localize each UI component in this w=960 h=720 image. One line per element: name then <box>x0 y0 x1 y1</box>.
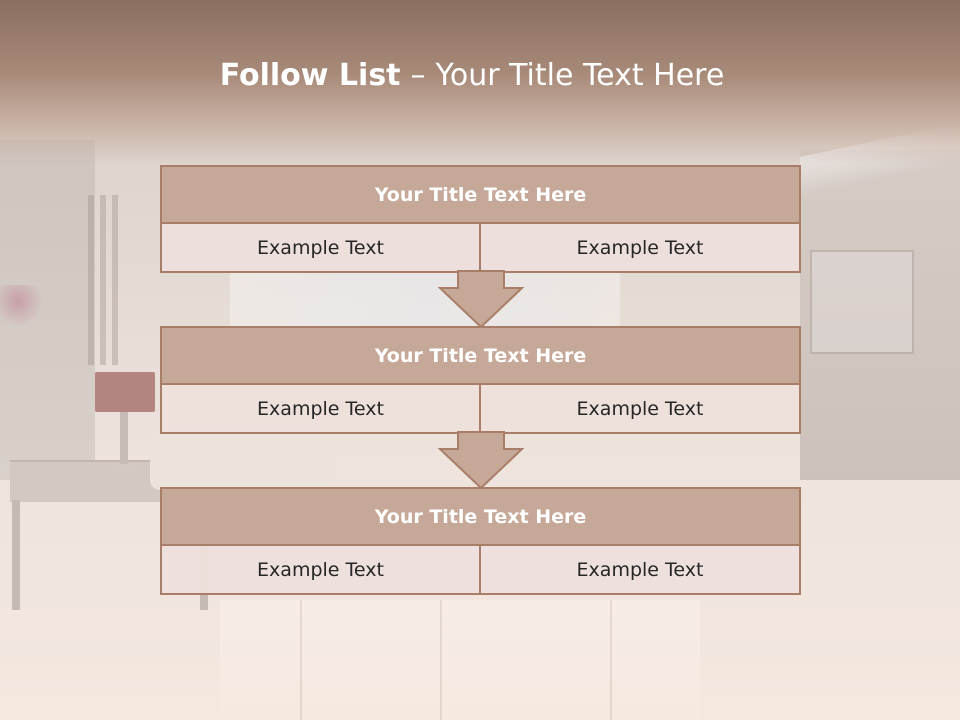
background-floor-reflection <box>220 600 700 720</box>
background-curtain <box>112 195 118 365</box>
step-right-text: Example Text <box>479 383 801 434</box>
background-lamp-stem <box>120 412 128 470</box>
slide-title-bold: Follow List <box>219 58 401 93</box>
title-band <box>0 0 960 165</box>
background-sofa <box>150 430 330 490</box>
step-left-text: Example Text <box>160 222 481 273</box>
step-title: Your Title Text Here <box>160 487 801 546</box>
background-table-leg <box>12 500 20 610</box>
step-left-text: Example Text <box>160 544 481 595</box>
step-title: Your Title Text Here <box>160 326 801 385</box>
step-block: Your Title Text Here Example Text Exampl… <box>160 487 801 595</box>
down-arrow-icon <box>438 270 524 329</box>
step-title: Your Title Text Here <box>160 165 801 224</box>
background-flowers <box>0 285 45 325</box>
slide-title-text: Your Title Text Here <box>435 58 725 93</box>
background-lamp-shade <box>95 372 155 412</box>
step-right-text: Example Text <box>479 222 801 273</box>
background-floor-line <box>610 600 612 720</box>
slide-title-separator: – <box>410 58 426 93</box>
background-floor-line <box>300 600 302 720</box>
slide-title: Follow List–Your Title Text Here <box>0 54 944 98</box>
background-lamp-foot <box>108 464 142 474</box>
background-curtain <box>100 195 106 365</box>
step-left-text: Example Text <box>160 383 481 434</box>
down-arrow-icon <box>438 431 524 490</box>
step-block: Your Title Text Here Example Text Exampl… <box>160 165 801 273</box>
step-right-text: Example Text <box>479 544 801 595</box>
background-tv-panel <box>810 250 914 354</box>
background-curtain <box>88 195 94 365</box>
background-floor-line <box>440 600 442 720</box>
step-block: Your Title Text Here Example Text Exampl… <box>160 326 801 434</box>
